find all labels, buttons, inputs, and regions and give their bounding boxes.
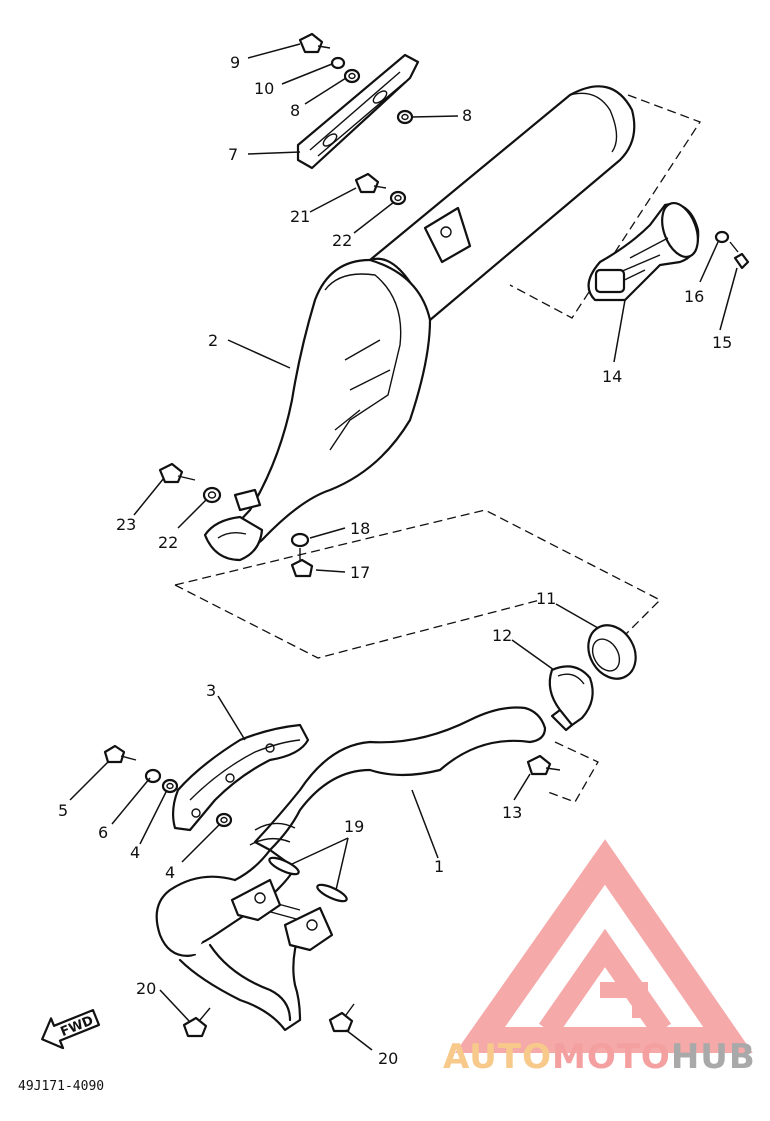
callout-13: 13 [502,803,522,822]
exhaust-gaskets [268,856,348,903]
callout-19: 19 [344,817,364,836]
callout-3: 3 [206,681,216,700]
callout-9: 9 [230,53,240,72]
muffler [203,85,636,562]
leader-lines [69,43,738,1051]
callout-5: 5 [58,801,68,820]
dashed-frame-muffler-joint [174,509,662,659]
callout-7: 7 [228,145,238,164]
callout-1: 1 [434,857,444,876]
callout-23: 23 [116,515,136,534]
watermark-logo [454,839,753,1053]
joint-clamp [548,665,594,732]
callout-20a: 20 [136,979,156,998]
callout-12: 12 [492,626,512,645]
callout-8b: 8 [462,106,472,125]
callout-4a: 4 [130,843,140,862]
callout-16: 16 [684,287,704,306]
callout-labels: 9 10 8 8 7 21 22 2 16 15 14 23 22 18 17 … [58,53,732,1068]
dashed-frame-clamp [547,741,599,803]
callout-10: 10 [254,79,274,98]
callout-8a: 8 [290,101,300,120]
fwd-direction-arrow: FWD [41,1008,101,1050]
muffler-protector [296,53,420,170]
drawing-code: 49J171-4090 [18,1079,104,1094]
callout-14: 14 [602,367,622,386]
watermark-moto: MOTO [552,1037,671,1077]
exhaust-flanges [230,878,334,952]
hardware [103,32,750,1038]
callout-21: 21 [290,207,310,226]
callout-6: 6 [98,823,108,842]
watermark-hub: HUB [671,1037,756,1077]
spark-arrester [587,202,700,302]
callout-18: 18 [350,519,370,538]
callout-20b: 20 [378,1049,398,1068]
callout-4b: 4 [165,863,175,882]
pipe-protector [171,723,310,832]
callout-22b: 22 [158,533,178,552]
callout-22a: 22 [332,231,352,250]
watermark-auto: AUTO [443,1037,552,1077]
callout-2: 2 [208,331,218,350]
watermark-text: AUTOMOTOHUB [443,1037,756,1077]
callout-17: 17 [350,563,370,582]
exhaust-pipe [155,706,547,1032]
callout-15: 15 [712,333,732,352]
callout-11: 11 [536,589,556,608]
